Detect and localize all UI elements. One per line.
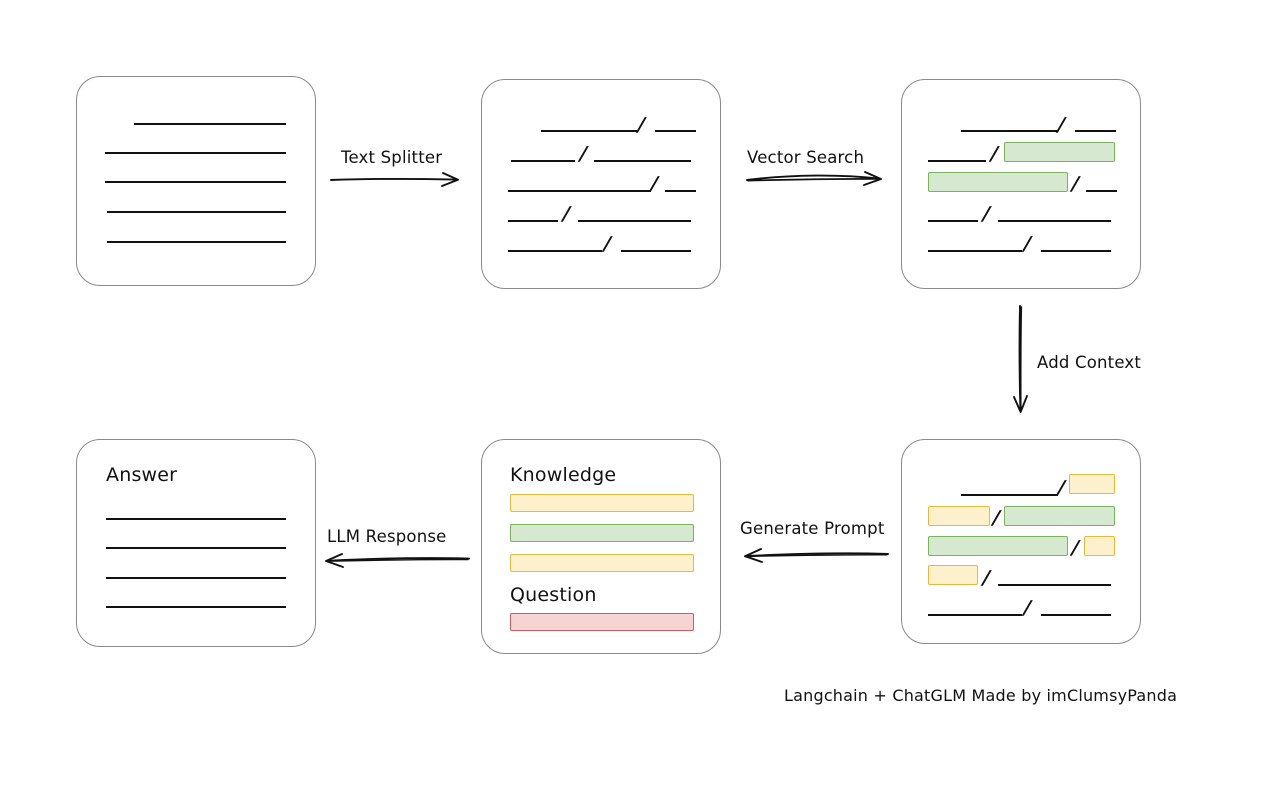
edge-generate-prompt <box>737 545 889 567</box>
match-line-1b <box>1075 130 1116 132</box>
matched-chunk-chip-2[interactable] <box>928 172 1068 192</box>
edge-vector-search-label: Vector Search <box>747 148 865 167</box>
context-slash-4: / <box>982 567 991 589</box>
doc-line-2 <box>105 152 286 154</box>
question-heading: Question <box>510 584 597 606</box>
doc-line-1 <box>134 123 286 125</box>
edge-generate-prompt-label: Generate Prompt <box>740 519 885 538</box>
chunk-line-3a <box>508 190 651 192</box>
match-line-2a <box>928 160 986 162</box>
chunk-line-1a <box>541 130 638 132</box>
answer-line-1 <box>106 518 286 520</box>
match-slash-5: / <box>1023 233 1032 255</box>
context-line-5b <box>1041 614 1111 616</box>
context-line-5a <box>928 614 1022 616</box>
context-chip-yellow-3[interactable] <box>1084 536 1115 556</box>
question-chip-1[interactable] <box>510 613 694 631</box>
edge-add-context <box>1010 305 1036 417</box>
match-line-4a <box>928 220 978 222</box>
chunk-slash-1: / <box>637 114 646 136</box>
chunk-line-3b <box>665 190 696 192</box>
doc-line-4 <box>107 211 286 213</box>
match-line-5a <box>928 250 1022 252</box>
context-slash-5: / <box>1023 597 1032 619</box>
knowledge-heading: Knowledge <box>510 464 617 486</box>
answer-heading: Answer <box>106 464 178 486</box>
doc-line-5 <box>107 241 286 243</box>
chunk-slash-5: / <box>603 233 612 255</box>
edge-llm-response-label: LLM Response <box>327 527 447 546</box>
context-line-1a <box>961 494 1058 496</box>
chunk-line-4a <box>508 220 558 222</box>
context-chip-yellow-1[interactable] <box>1069 474 1115 494</box>
chunk-line-1b <box>655 130 696 132</box>
answer-box[interactable] <box>76 439 316 647</box>
context-line-4b <box>998 584 1111 586</box>
edge-text-splitter <box>330 170 470 190</box>
knowledge-chip-1[interactable] <box>510 494 694 512</box>
chunk-line-4b <box>578 220 691 222</box>
match-slash-2: / <box>990 143 999 165</box>
chunk-line-5a <box>508 250 602 252</box>
match-line-4b <box>998 220 1111 222</box>
split-chunks-box[interactable] <box>481 79 721 289</box>
context-slash-1: / <box>1057 477 1066 499</box>
chunk-line-2b <box>594 160 691 162</box>
knowledge-chip-2[interactable] <box>510 524 694 542</box>
answer-line-4 <box>106 606 286 608</box>
context-chip-green-1[interactable] <box>1004 506 1115 526</box>
chunk-line-5b <box>621 250 691 252</box>
edge-text-splitter-label: Text Splitter <box>341 148 443 167</box>
edge-add-context-label: Add Context <box>1037 353 1142 372</box>
knowledge-chip-3[interactable] <box>510 554 694 572</box>
chunk-slash-2: / <box>579 143 588 165</box>
chunk-slash-3: / <box>650 173 659 195</box>
matched-chunk-chip-1[interactable] <box>1004 142 1115 162</box>
match-slash-1: / <box>1057 114 1066 136</box>
edge-vector-search <box>746 168 892 190</box>
doc-line-3 <box>105 181 286 183</box>
edge-llm-response <box>318 550 470 572</box>
footer-attribution: Langchain + ChatGLM Made by imClumsyPand… <box>784 686 1178 705</box>
match-slash-4: / <box>982 203 991 225</box>
context-chip-green-2[interactable] <box>928 536 1068 556</box>
chunk-slash-4: / <box>562 203 571 225</box>
match-slash-3: / <box>1071 173 1080 195</box>
context-chip-yellow-2[interactable] <box>928 506 990 526</box>
match-line-1a <box>961 130 1058 132</box>
context-slash-3: / <box>1071 537 1080 559</box>
context-chip-yellow-4[interactable] <box>928 565 978 585</box>
answer-line-3 <box>106 577 286 579</box>
context-slash-2: / <box>992 507 1001 529</box>
match-line-5b <box>1041 250 1111 252</box>
match-line-3b <box>1086 190 1117 192</box>
answer-line-2 <box>106 547 286 549</box>
chunk-line-2a <box>511 160 575 162</box>
